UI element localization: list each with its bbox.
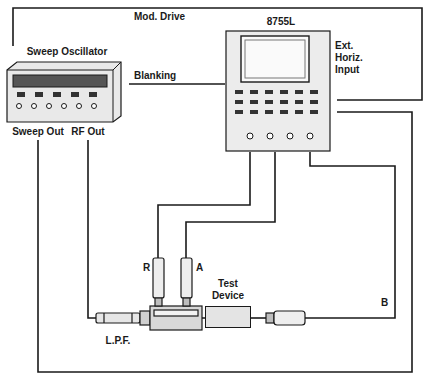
oscillator-knob — [47, 104, 52, 109]
oscillator-key — [53, 92, 61, 97]
b-cable — [305, 152, 395, 318]
analyzer-switch — [295, 110, 303, 114]
oscillator-case — [7, 62, 121, 122]
analyzer-case — [226, 31, 330, 151]
filter-label: L.P.F. — [106, 335, 131, 347]
analyzer-switch — [235, 90, 243, 94]
r-cable — [158, 152, 250, 258]
channel-label: R — [143, 262, 150, 274]
analyzer-connector — [247, 133, 253, 139]
oscillator-knob — [32, 104, 37, 109]
analyzer-switch — [235, 100, 243, 104]
instrument-name: 8755L — [225, 16, 337, 28]
analyzer-connector — [307, 133, 313, 139]
cable-line — [129, 83, 225, 85]
input-label: Ext. Horiz. Input — [335, 40, 377, 76]
channel-label: A — [196, 262, 203, 274]
oscillator-knob — [17, 104, 22, 109]
oscillator-key — [35, 92, 43, 97]
oscillator-knob — [62, 104, 67, 109]
power-splitter — [150, 306, 202, 330]
analyzer-screen — [241, 36, 309, 82]
analyzer-switch — [250, 100, 258, 104]
cable-connector — [38, 112, 412, 372]
analyzer-switch — [280, 110, 288, 114]
device-outline — [205, 306, 251, 328]
oscillator-key — [17, 92, 25, 97]
device-box: Test Device — [205, 278, 251, 328]
port-label: RF Out — [71, 126, 104, 138]
instrument: 8755L — [225, 16, 337, 152]
a-cable — [186, 152, 275, 258]
analyzer-switch — [235, 110, 243, 114]
detector-a — [181, 258, 192, 306]
oscillator-key — [89, 92, 97, 97]
oscillator-knob — [92, 104, 97, 109]
oscillator-knob — [77, 104, 82, 109]
sweep-oscillator-body — [5, 60, 123, 124]
cable-connector — [129, 84, 225, 85]
analyzer-switch — [250, 110, 258, 114]
analyzer-graticule — [245, 40, 305, 78]
oscillator-display — [13, 75, 107, 87]
analyzer-switch — [265, 100, 273, 104]
analyzer-switch — [265, 90, 273, 94]
signal-label: Blanking — [132, 70, 178, 82]
instrument: Sweep Oscillator — [5, 46, 129, 140]
cable-line — [38, 112, 412, 372]
analyzer-switch — [310, 110, 318, 114]
port-label: Sweep Out — [12, 126, 64, 138]
signal-label: Mod. Drive — [132, 11, 187, 23]
analyzer-switch — [250, 90, 258, 94]
test-cable — [251, 317, 266, 319]
oscillator-key — [71, 92, 79, 97]
oscillator-edge — [7, 62, 121, 122]
cable-line — [88, 140, 205, 318]
instrument-name: Sweep Oscillator — [5, 46, 129, 58]
channel-label: B — [381, 297, 388, 309]
analyzer-connector — [267, 133, 273, 139]
analyzer-body — [225, 30, 331, 152]
analyzer-switch — [295, 90, 303, 94]
analyzer-switch — [280, 90, 288, 94]
device-heading: Test Device — [208, 278, 248, 302]
analyzer-switch — [310, 90, 318, 94]
analyzer-connector — [287, 133, 293, 139]
cable-connector — [88, 140, 205, 318]
low-pass-filter — [96, 311, 150, 325]
detector-b — [266, 311, 305, 325]
analyzer-switch — [265, 110, 273, 114]
detector-r — [153, 258, 164, 306]
analyzer-switch — [310, 100, 318, 104]
analyzer-switch — [295, 100, 303, 104]
analyzer-switch — [280, 100, 288, 104]
